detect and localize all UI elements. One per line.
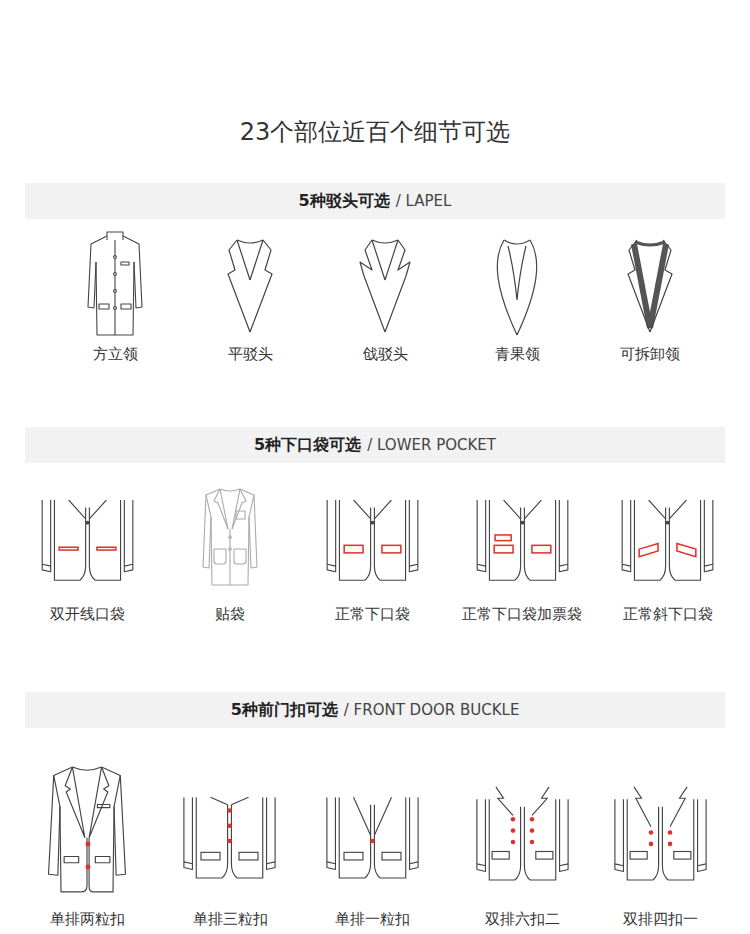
detachable-collar: [628, 240, 672, 332]
one-button-jacket: [327, 797, 418, 878]
section-heading: 5种下口袋可选: [254, 435, 361, 456]
option-caption: 双排六扣二: [485, 910, 560, 928]
peak-lapel: [360, 240, 410, 332]
option-caption: 双排四扣一: [623, 910, 698, 928]
option-caption: 方立领: [93, 345, 138, 363]
section-heading: 5种前门扣可选: [231, 700, 338, 721]
double-six-jacket: [477, 787, 568, 880]
patch-pocket-jacket: [203, 489, 257, 585]
section-subheading: / LOWER POCKET: [367, 436, 496, 454]
option-caption: 单排一粒扣: [335, 910, 410, 928]
flap-pocket-jacket: [327, 500, 418, 580]
three-button-jacket: [184, 797, 275, 878]
section-subheading: / LAPEL: [396, 192, 452, 210]
mandarin-collar-jacket: [88, 232, 142, 335]
option-caption: 青果领: [495, 345, 540, 363]
option-caption: 贴袋: [215, 605, 245, 623]
option-caption: 可拆卸领: [620, 345, 680, 363]
option-caption: 正常斜下口袋: [623, 605, 713, 623]
option-caption: 单排两粒扣: [50, 910, 125, 928]
section-heading: 5种驳头可选: [299, 191, 390, 212]
option-caption: 戗驳头: [363, 345, 408, 363]
option-caption: 单排三粒扣: [193, 910, 268, 928]
double-four-jacket: [615, 787, 706, 880]
notch-lapel: [228, 240, 272, 332]
option-caption: 双开线口袋: [50, 605, 125, 623]
ticket-pocket-jacket: [477, 500, 568, 580]
section-band: 5种驳头可选 / LAPEL: [25, 183, 725, 219]
option-caption: 正常下口袋加票袋: [462, 605, 582, 623]
section-subheading: / FRONT DOOR BUCKLE: [344, 701, 520, 719]
section-band: 5种前门扣可选 / FRONT DOOR BUCKLE: [25, 692, 725, 728]
shawl-collar: [497, 240, 536, 335]
section-band: 5种下口袋可选 / LOWER POCKET: [25, 427, 725, 463]
option-caption: 正常下口袋: [335, 605, 410, 623]
two-button-jacket: [49, 767, 126, 892]
jetted-pocket-jacket: [42, 500, 133, 580]
option-caption: 平驳头: [228, 345, 273, 363]
slanted-pocket-jacket: [622, 500, 713, 580]
page-title: 23个部位近百个细节可选: [0, 116, 750, 148]
